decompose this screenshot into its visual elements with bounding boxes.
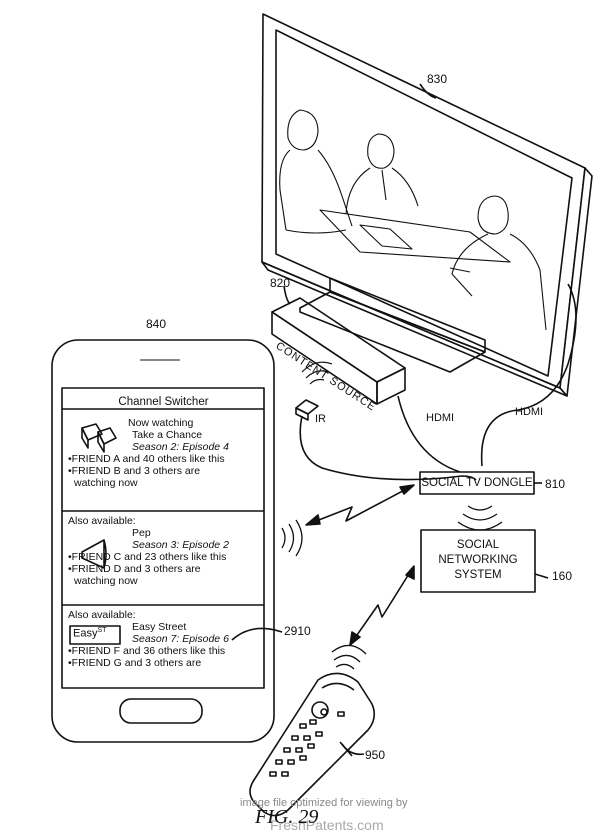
ir-label: IR	[315, 413, 326, 425]
remote-social-arrow	[349, 565, 415, 646]
footer-site[interactable]: FreshPatents.com	[270, 817, 384, 833]
list-item: •FRIEND B and 3 others are	[68, 465, 201, 477]
ir-cable	[299, 415, 477, 481]
also-available-heading: Also available:	[68, 609, 136, 621]
phone-dongle-arrow	[305, 484, 415, 526]
remote-control	[249, 672, 376, 817]
social-networking-box	[420, 529, 536, 593]
figure-caption: FIG. 29	[255, 806, 319, 828]
content-source-box	[271, 297, 406, 405]
now-watching-section[interactable]: Now watching Take a Chance Season 2: Epi…	[64, 417, 263, 489]
footer-note: image file optimized for viewing by	[240, 797, 408, 809]
hdmi-label-right: HDMI	[515, 406, 544, 418]
social-line-3: SYSTEM	[454, 569, 502, 581]
ref-content-source: 820	[270, 276, 291, 290]
hdmi-label-left: HDMI	[426, 412, 455, 424]
list-item: •FRIEND D and 3 others are	[68, 563, 201, 575]
channel-switcher-header: Channel Switcher	[118, 396, 209, 408]
ref-tv: 830	[427, 72, 448, 86]
tv-monitor	[261, 13, 593, 397]
ref-dongle: 810	[545, 477, 566, 491]
also-available-section-2[interactable]: Also available: EasyST Easy Street Seaso…	[64, 609, 263, 669]
social-networking-label: SOCIAL NETWORKING SYSTEM	[421, 538, 535, 583]
leader-820	[283, 285, 291, 305]
hdmi-cable-source	[397, 395, 461, 473]
dongle-label: SOCIAL TV DONGLE	[421, 477, 533, 489]
easy-street-logo-sup: ST	[97, 627, 107, 634]
also-available-heading: Also available:	[68, 515, 136, 527]
list-item: •FRIEND G and 3 others are	[68, 657, 202, 669]
easy-street-logo: EasyST	[73, 625, 106, 640]
list-item: •FRIEND A and 40 others like this	[68, 453, 225, 465]
phone-screen: Channel Switcher Now watching Take a Cha…	[64, 391, 263, 689]
also-available-section-1[interactable]: Also available: Pep Season 3: Episode 2 …	[64, 515, 263, 587]
ir-blaster	[295, 361, 333, 421]
list-item: •FRIEND C and 23 others like this	[68, 551, 227, 563]
now-watching-episode: Season 2: Episode 4	[132, 441, 229, 453]
hdmi-cable-tv	[480, 283, 577, 467]
ref-listing: 2910	[284, 624, 311, 638]
list-item: •FRIEND F and 36 others like this	[68, 645, 226, 657]
leader-950	[341, 743, 365, 756]
tv-screen-picture	[279, 109, 547, 331]
show-title: Pep	[132, 527, 151, 539]
show-title: Easy Street	[132, 621, 187, 633]
show-episode: Season 3: Episode 2	[132, 539, 229, 551]
now-watching-title: Take a Chance	[132, 429, 203, 441]
easy-street-logo-text: Easy	[73, 627, 98, 640]
smartphone	[51, 339, 275, 743]
social-line-1: SOCIAL	[456, 539, 500, 551]
social-line-2: NETWORKING	[438, 554, 518, 566]
leader-830	[419, 83, 437, 99]
ref-phone: 840	[146, 317, 167, 331]
show-episode: Season 7: Episode 6	[132, 633, 229, 645]
ref-remote: 950	[365, 748, 386, 762]
list-item: watching now	[74, 575, 138, 587]
list-item: watching now	[74, 477, 138, 489]
leader-2910	[231, 627, 283, 641]
ref-social-system: 160	[552, 569, 573, 583]
now-watching-heading: Now watching	[128, 417, 194, 429]
